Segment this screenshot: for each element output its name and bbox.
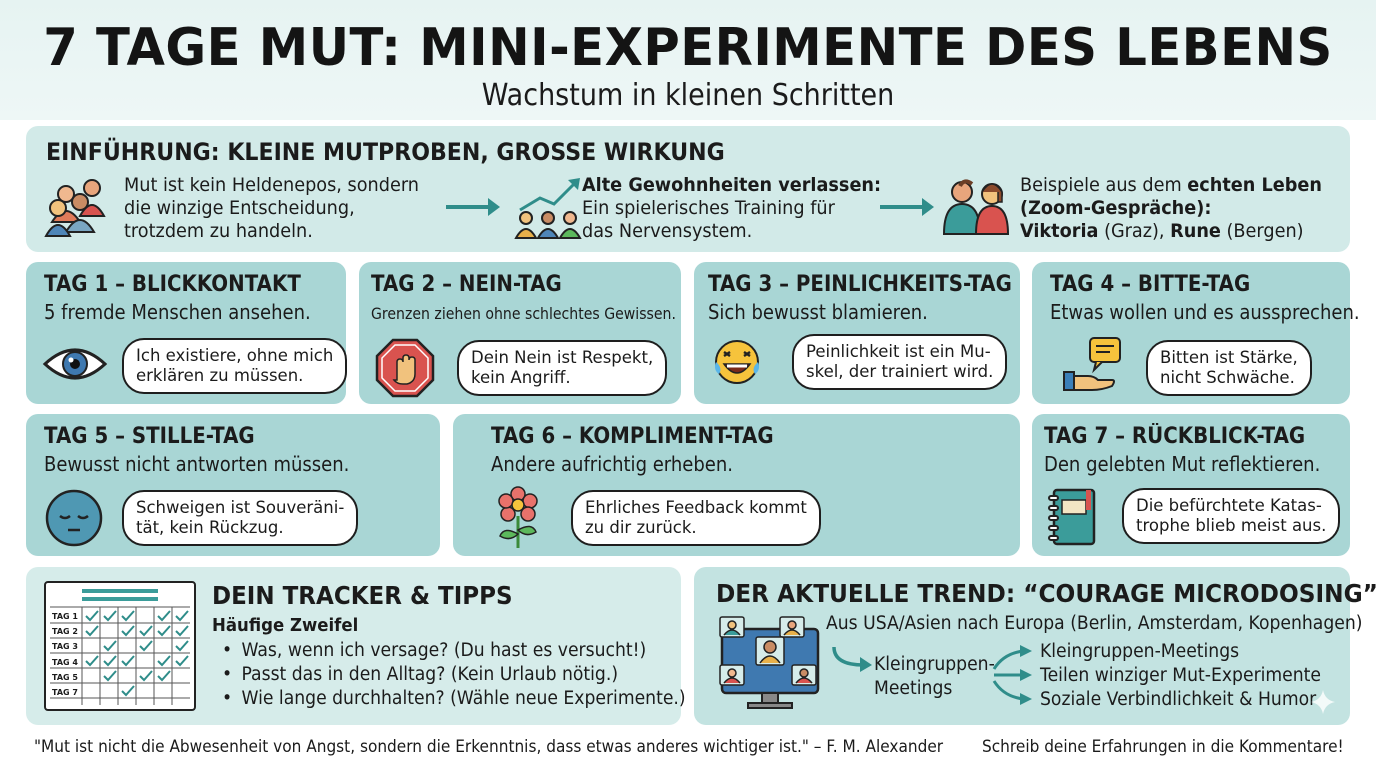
branch-arrows-icon	[992, 645, 1032, 705]
arrow-right-icon	[446, 198, 500, 216]
video-call-screen-icon	[719, 616, 820, 709]
day-title: TAG 5 – STILLE-TAG	[44, 424, 255, 449]
day-title: TAG 4 – BITTE-TAG	[1050, 272, 1251, 297]
page-title: 7 TAGE MUT: MINI-EXPERIMENTE DES LEBENS	[43, 18, 1333, 78]
tracker-row-labels: TAG 1 TAG 2 TAG 3 TAG 4 TAG 5 TAG 7	[52, 612, 78, 698]
day-subtitle: Etwas wollen und es aussprechen.	[1050, 300, 1360, 324]
trend-items: Kleingruppen-Meetings Teilen winziger Mu…	[1040, 640, 1321, 712]
flower-icon	[498, 486, 538, 548]
trend-panel: DER AKTUELLE TREND: “COURAGE MICRODOSING…	[694, 567, 1376, 725]
arrow-right-icon	[880, 198, 934, 216]
day-card-6: TAG 6 – KOMPLIMENT-TAG Andere aufrichtig…	[453, 414, 1020, 556]
trend-source: Kleingruppen- Meetings	[874, 654, 995, 699]
day-subtitle: 5 fremde Menschen ansehen.	[44, 300, 311, 324]
tips-list: Was, wenn ich versage? (Du hast es versu…	[222, 639, 721, 711]
tracker-grid: TAG 1 TAG 2 TAG 3 TAG 4 TAG 5 TAG 7	[44, 581, 196, 711]
footer-quote: "Mut ist nicht die Abwesenheit von Angst…	[34, 737, 944, 756]
trend-item: Kleingruppen-Meetings	[1040, 641, 1240, 662]
header: 7 TAGE MUT: MINI-EXPERIMENTE DES LEBENS …	[0, 0, 1376, 120]
day-card-1: TAG 1 – BLICKKONTAKT 5 fremde Menschen a…	[26, 262, 348, 404]
hand-speech-bubble-icon	[1063, 337, 1121, 391]
eye-icon	[42, 348, 108, 380]
day-quote-bubble: Die befürchtete Katas-trophe blieb meist…	[1122, 488, 1341, 544]
tracker-title: DEIN TRACKER & TIPPS	[212, 581, 513, 610]
intro-title: EINFÜHRUNG: KLEINE MUTPROBEN, GROSSE WIR…	[46, 138, 725, 166]
page-subtitle: Wachstum in kleinen Schritten	[481, 78, 895, 113]
day-subtitle: Bewusst nicht antworten müssen.	[44, 452, 350, 476]
intro-col2: Alte Gewohnheiten verlassen: Ein spieler…	[582, 174, 882, 242]
stop-hand-icon	[375, 338, 435, 398]
day-title: TAG 3 – PEINLICHKEITS-TAG	[708, 272, 1012, 297]
day-quote-bubble: Peinlichkeit ist ein Mu-skel, der traini…	[792, 334, 1008, 390]
intro-col3: Beispiele aus dem echten Leben (Zoom-Ges…	[1020, 174, 1322, 242]
day-subtitle: Sich bewusst blamieren.	[708, 300, 928, 324]
intro-col1: Mut ist kein Heldenepos, sondern die win…	[124, 174, 419, 242]
day-card-5: TAG 5 – STILLE-TAG Bewusst nicht antwort…	[26, 414, 440, 556]
day-quote-bubble: Dein Nein ist Respekt,kein Angriff.	[457, 340, 668, 396]
trend-item: Teilen winziger Mut-Experimente	[1040, 665, 1322, 686]
calm-face-icon	[45, 489, 103, 547]
two-people-icon	[942, 179, 1010, 235]
day-subtitle: Andere aufrichtig erheben.	[491, 452, 733, 476]
journal-icon	[1048, 488, 1096, 546]
tips-heading: Häufige Zweifel	[212, 615, 359, 636]
trend-item: Soziale Verbindlichkeit & Humor	[1040, 689, 1317, 710]
tracker-panel: TAG 1 TAG 2 TAG 3 TAG 4 TAG 5 TAG 7 DEIN…	[26, 567, 686, 725]
trend-region: Aus USA/Asien nach Europa (Berlin, Amste…	[826, 613, 1363, 634]
day-card-3: TAG 3 – PEINLICHKEITS-TAG Sich bewusst b…	[694, 262, 1020, 404]
day-subtitle: Grenzen ziehen ohne schlechtes Gewissen.	[371, 304, 676, 323]
curved-arrow-icon	[832, 646, 872, 672]
footer-cta: Schreib deine Erfahrungen in die Komment…	[982, 737, 1344, 756]
day-title: TAG 6 – KOMPLIMENT-TAG	[491, 424, 774, 449]
group-people-icon	[44, 179, 106, 237]
tip-item: Passt das in den Alltag? (Kein Urlaub nö…	[222, 663, 686, 687]
day-title: TAG 7 – RÜCKBLICK-TAG	[1044, 424, 1306, 449]
trend-title: DER AKTUELLE TREND: “COURAGE MICRODOSING…	[716, 579, 1376, 608]
growth-team-icon	[514, 178, 582, 239]
day-quote-bubble: Bitten ist Stärke,nicht Schwäche.	[1146, 340, 1312, 396]
intro-panel: EINFÜHRUNG: KLEINE MUTPROBEN, GROSSE WIR…	[26, 126, 1350, 252]
day-card-7: TAG 7 – RÜCKBLICK-TAG Den gelebten Mut r…	[1032, 414, 1350, 556]
day-subtitle: Den gelebten Mut reflektieren.	[1044, 452, 1321, 476]
day-title: TAG 2 – NEIN-TAG	[371, 272, 562, 297]
sparkle-icon	[1311, 690, 1335, 714]
day-card-2: TAG 2 – NEIN-TAG Grenzen ziehen ohne sch…	[359, 262, 681, 404]
day-quote-bubble: Schweigen ist Souveräni-tät, kein Rückzu…	[122, 490, 359, 546]
day-card-4: TAG 4 – BITTE-TAG Etwas wollen und es au…	[1032, 262, 1360, 404]
tip-item: Wie lange durchhalten? (Wähle neue Exper…	[222, 687, 685, 711]
day-title: TAG 1 – BLICKKONTAKT	[44, 272, 301, 297]
tip-item: Was, wenn ich versage? (Du hast es versu…	[222, 639, 686, 663]
laughing-emoji-icon	[715, 340, 759, 384]
